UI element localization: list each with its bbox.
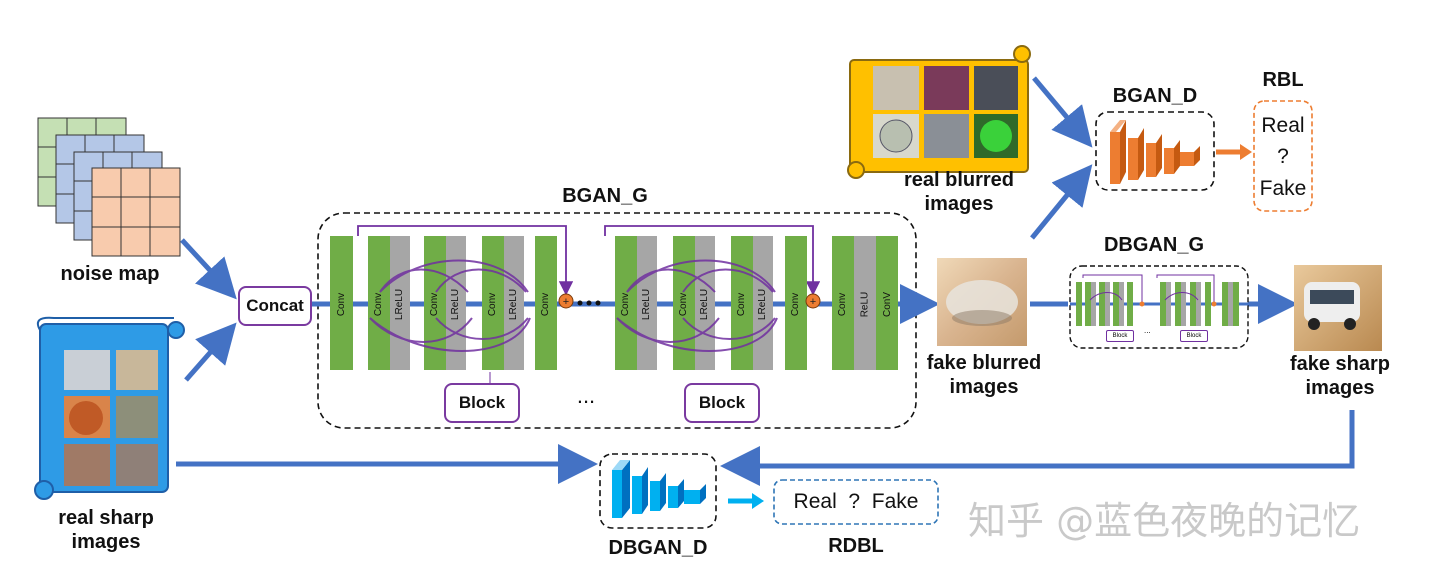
block-label-2: Block	[684, 383, 760, 423]
rbl-real: Real	[1261, 114, 1305, 137]
layer-label-lrelu: LReLU	[641, 288, 653, 320]
real-blurred-scroll	[847, 45, 1031, 179]
dbgan-g-box	[1069, 265, 1249, 349]
rbl-question: ?	[1277, 145, 1289, 168]
fake-blurred-label: fake blurred images	[926, 352, 1042, 398]
layer-label-conv: Conv	[678, 292, 690, 316]
dbgan-d-box	[599, 453, 717, 529]
layer-label-conv: Conv	[540, 292, 552, 316]
layer-label-conv: Conv	[790, 292, 802, 316]
real-sharp-label: real sharp images	[58, 507, 154, 553]
ellipsis-label: ...	[576, 383, 596, 408]
dbgan-g-mini-layers	[1076, 274, 1239, 326]
add-node-1: +	[558, 293, 574, 309]
bgan-d-title: BGAN_D	[1112, 85, 1198, 107]
noise-map-icon	[37, 117, 181, 257]
layer-label-lrelu: LReLU	[450, 288, 462, 320]
dbgan-g-mini-dots: ...	[1144, 326, 1151, 335]
watermark: 知乎 @蓝色夜晚的记忆	[968, 499, 1361, 543]
real-sharp-scroll	[34, 316, 185, 500]
dbgan-g-mini-block-1: Block	[1106, 330, 1134, 342]
bgan-d-box	[1095, 111, 1215, 191]
rdbl-text: Real ? Fake	[793, 490, 919, 513]
svg-text:+: +	[810, 296, 816, 308]
bgan-g-title: BGAN_G	[562, 185, 648, 207]
layer-label-relu: ReLU	[859, 291, 871, 317]
layer-label-lrelu: LReLU	[757, 288, 769, 320]
bgan-g-box	[317, 212, 917, 429]
bgan-d-network-icon	[1110, 120, 1200, 184]
svg-text:+: +	[563, 296, 569, 308]
rdbl-title: RDBL	[828, 535, 884, 557]
rdbl-box	[773, 479, 939, 525]
block-label-1: Block	[444, 383, 520, 423]
concat-node: Concat	[238, 286, 312, 326]
bgan-g-layers-block1	[330, 236, 557, 370]
layer-label-conv-last: ConV	[881, 291, 893, 317]
fake-sharp-label: fake sharp images	[1289, 353, 1391, 399]
dbgan-d-title: DBGAN_D	[608, 537, 708, 559]
layer-label-conv: Conv	[736, 292, 748, 316]
rbl-box	[1253, 100, 1313, 212]
layer-label-conv: Conv	[620, 292, 632, 316]
rbl-title: RBL	[1262, 69, 1304, 91]
dbgan-g-mini-block-2: Block	[1180, 330, 1208, 342]
bgan-g-output-layers	[832, 236, 898, 370]
layer-label-conv: Conv	[373, 292, 385, 316]
dbgan-g-title: DBGAN_G	[1103, 234, 1204, 256]
dbgan-d-network-icon	[612, 460, 706, 518]
real-blurred-label: real blurred images	[903, 169, 1015, 215]
layer-label-lrelu: LReLU	[508, 288, 520, 320]
layer-label-conv: Conv	[336, 292, 348, 316]
layer-label-conv: Conv	[487, 292, 499, 316]
noise-map-label: noise map	[60, 263, 160, 285]
layer-label-conv: Conv	[429, 292, 441, 316]
layer-label-lrelu: LReLU	[699, 288, 711, 320]
layer-label-conv: Conv	[837, 292, 849, 316]
add-node-2: +	[805, 293, 821, 309]
rbl-fake: Fake	[1259, 177, 1307, 200]
layer-label-lrelu: LReLU	[394, 288, 406, 320]
